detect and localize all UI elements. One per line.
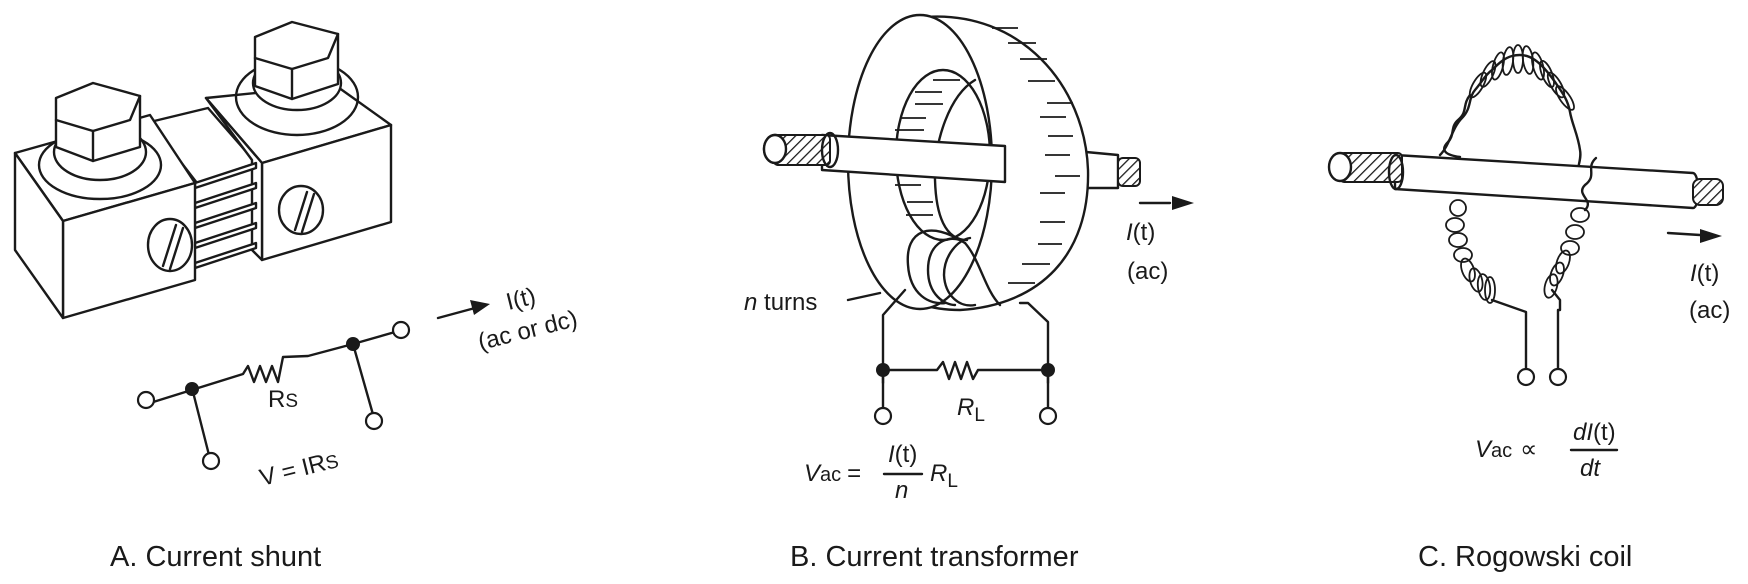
- current-arrow-icon: [1138, 196, 1194, 210]
- junction-dot: [876, 363, 890, 377]
- core-hatching: [893, 27, 1080, 284]
- ct-equation-rhs: RL: [930, 460, 958, 492]
- shunt-resistor-label: RS: [268, 386, 298, 413]
- junction-dot: [346, 337, 360, 351]
- load-resistor-label: RL: [957, 394, 985, 426]
- shunt-laminations: [193, 161, 258, 270]
- current-arrow-icon: [436, 300, 490, 320]
- shunt-schematic: [136, 300, 490, 471]
- transformer-illustration: [762, 13, 1141, 385]
- terminal: [391, 320, 411, 340]
- rogowski-illustration: [1327, 44, 1724, 387]
- screw-icon: [277, 184, 325, 236]
- rogowski-equation-lhs: Vac∝: [1475, 436, 1537, 463]
- panel-a-current-shunt: RS I(t) (ac or dc) V = IRS A. Current sh…: [13, 20, 580, 573]
- ct-current-type: (ac): [1127, 258, 1168, 285]
- rogowski-current-label: I(t): [1690, 260, 1719, 287]
- terminal: [1038, 406, 1058, 426]
- ct-equation: Vac= I(t) n RL: [804, 441, 958, 504]
- ct-equation-numerator: I(t): [888, 441, 917, 468]
- shunt-equation-group: V = IRS: [257, 446, 341, 492]
- ct-equation-denominator: n: [895, 477, 908, 504]
- junction-dot: [185, 382, 199, 396]
- ct-equation-lhs: Vac=: [804, 460, 861, 487]
- terminal: [873, 406, 893, 426]
- terminal: [1516, 367, 1536, 387]
- shunt-body-illustration: [13, 20, 393, 320]
- caption-current-shunt: A. Current shunt: [110, 541, 321, 573]
- ct-current-label: I(t): [1126, 219, 1155, 246]
- coil-turns: [906, 229, 1002, 307]
- rogowski-equation: Vac∝ dI(t) dt: [1475, 419, 1619, 482]
- terminal: [201, 451, 221, 471]
- transformer-schematic: [873, 196, 1194, 426]
- rogowski-coil-lower: [1445, 199, 1590, 304]
- shunt-current-type: (ac or dc): [475, 305, 580, 356]
- terminal: [1548, 367, 1568, 387]
- shunt-equation: V = IRS: [257, 446, 341, 492]
- caption-rogowski-coil: C. Rogowski coil: [1418, 541, 1632, 573]
- rogowski-equation-numerator: dI(t): [1573, 419, 1616, 446]
- caption-current-transformer: B. Current transformer: [790, 541, 1079, 573]
- terminal: [136, 390, 156, 410]
- rogowski-coil-upper: [1438, 44, 1582, 180]
- panel-c-rogowski-coil: I(t) (ac) Vac∝ dI(t) dt C. Rogowski coil: [1327, 44, 1730, 573]
- rogowski-current-type: (ac): [1689, 297, 1730, 324]
- screw-icon: [146, 217, 194, 273]
- turns-label: n turns: [744, 289, 817, 316]
- shunt-current-label-group: I(t) (ac or dc): [475, 283, 580, 356]
- terminal: [364, 411, 384, 431]
- current-arrow-icon: [1666, 229, 1722, 243]
- shunt-current-label: I(t): [503, 283, 538, 316]
- panel-b-current-transformer: n turns RL I(t) (ac) Vac= I(t) n RL B. C…: [744, 13, 1194, 573]
- junction-dot: [1041, 363, 1055, 377]
- rogowski-equation-denominator: dt: [1580, 455, 1601, 482]
